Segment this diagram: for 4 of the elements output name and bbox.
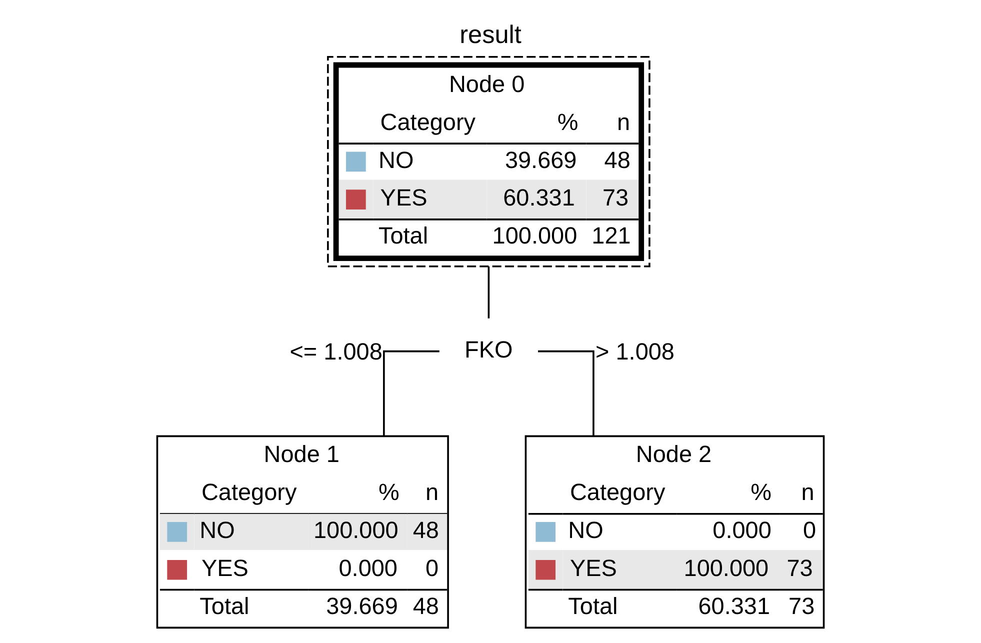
edge-label: > 1.008 (596, 338, 674, 364)
diagram-title: result (460, 20, 522, 49)
edge-label: <= 1.008 (290, 338, 382, 364)
node-text: FKO (464, 336, 513, 362)
